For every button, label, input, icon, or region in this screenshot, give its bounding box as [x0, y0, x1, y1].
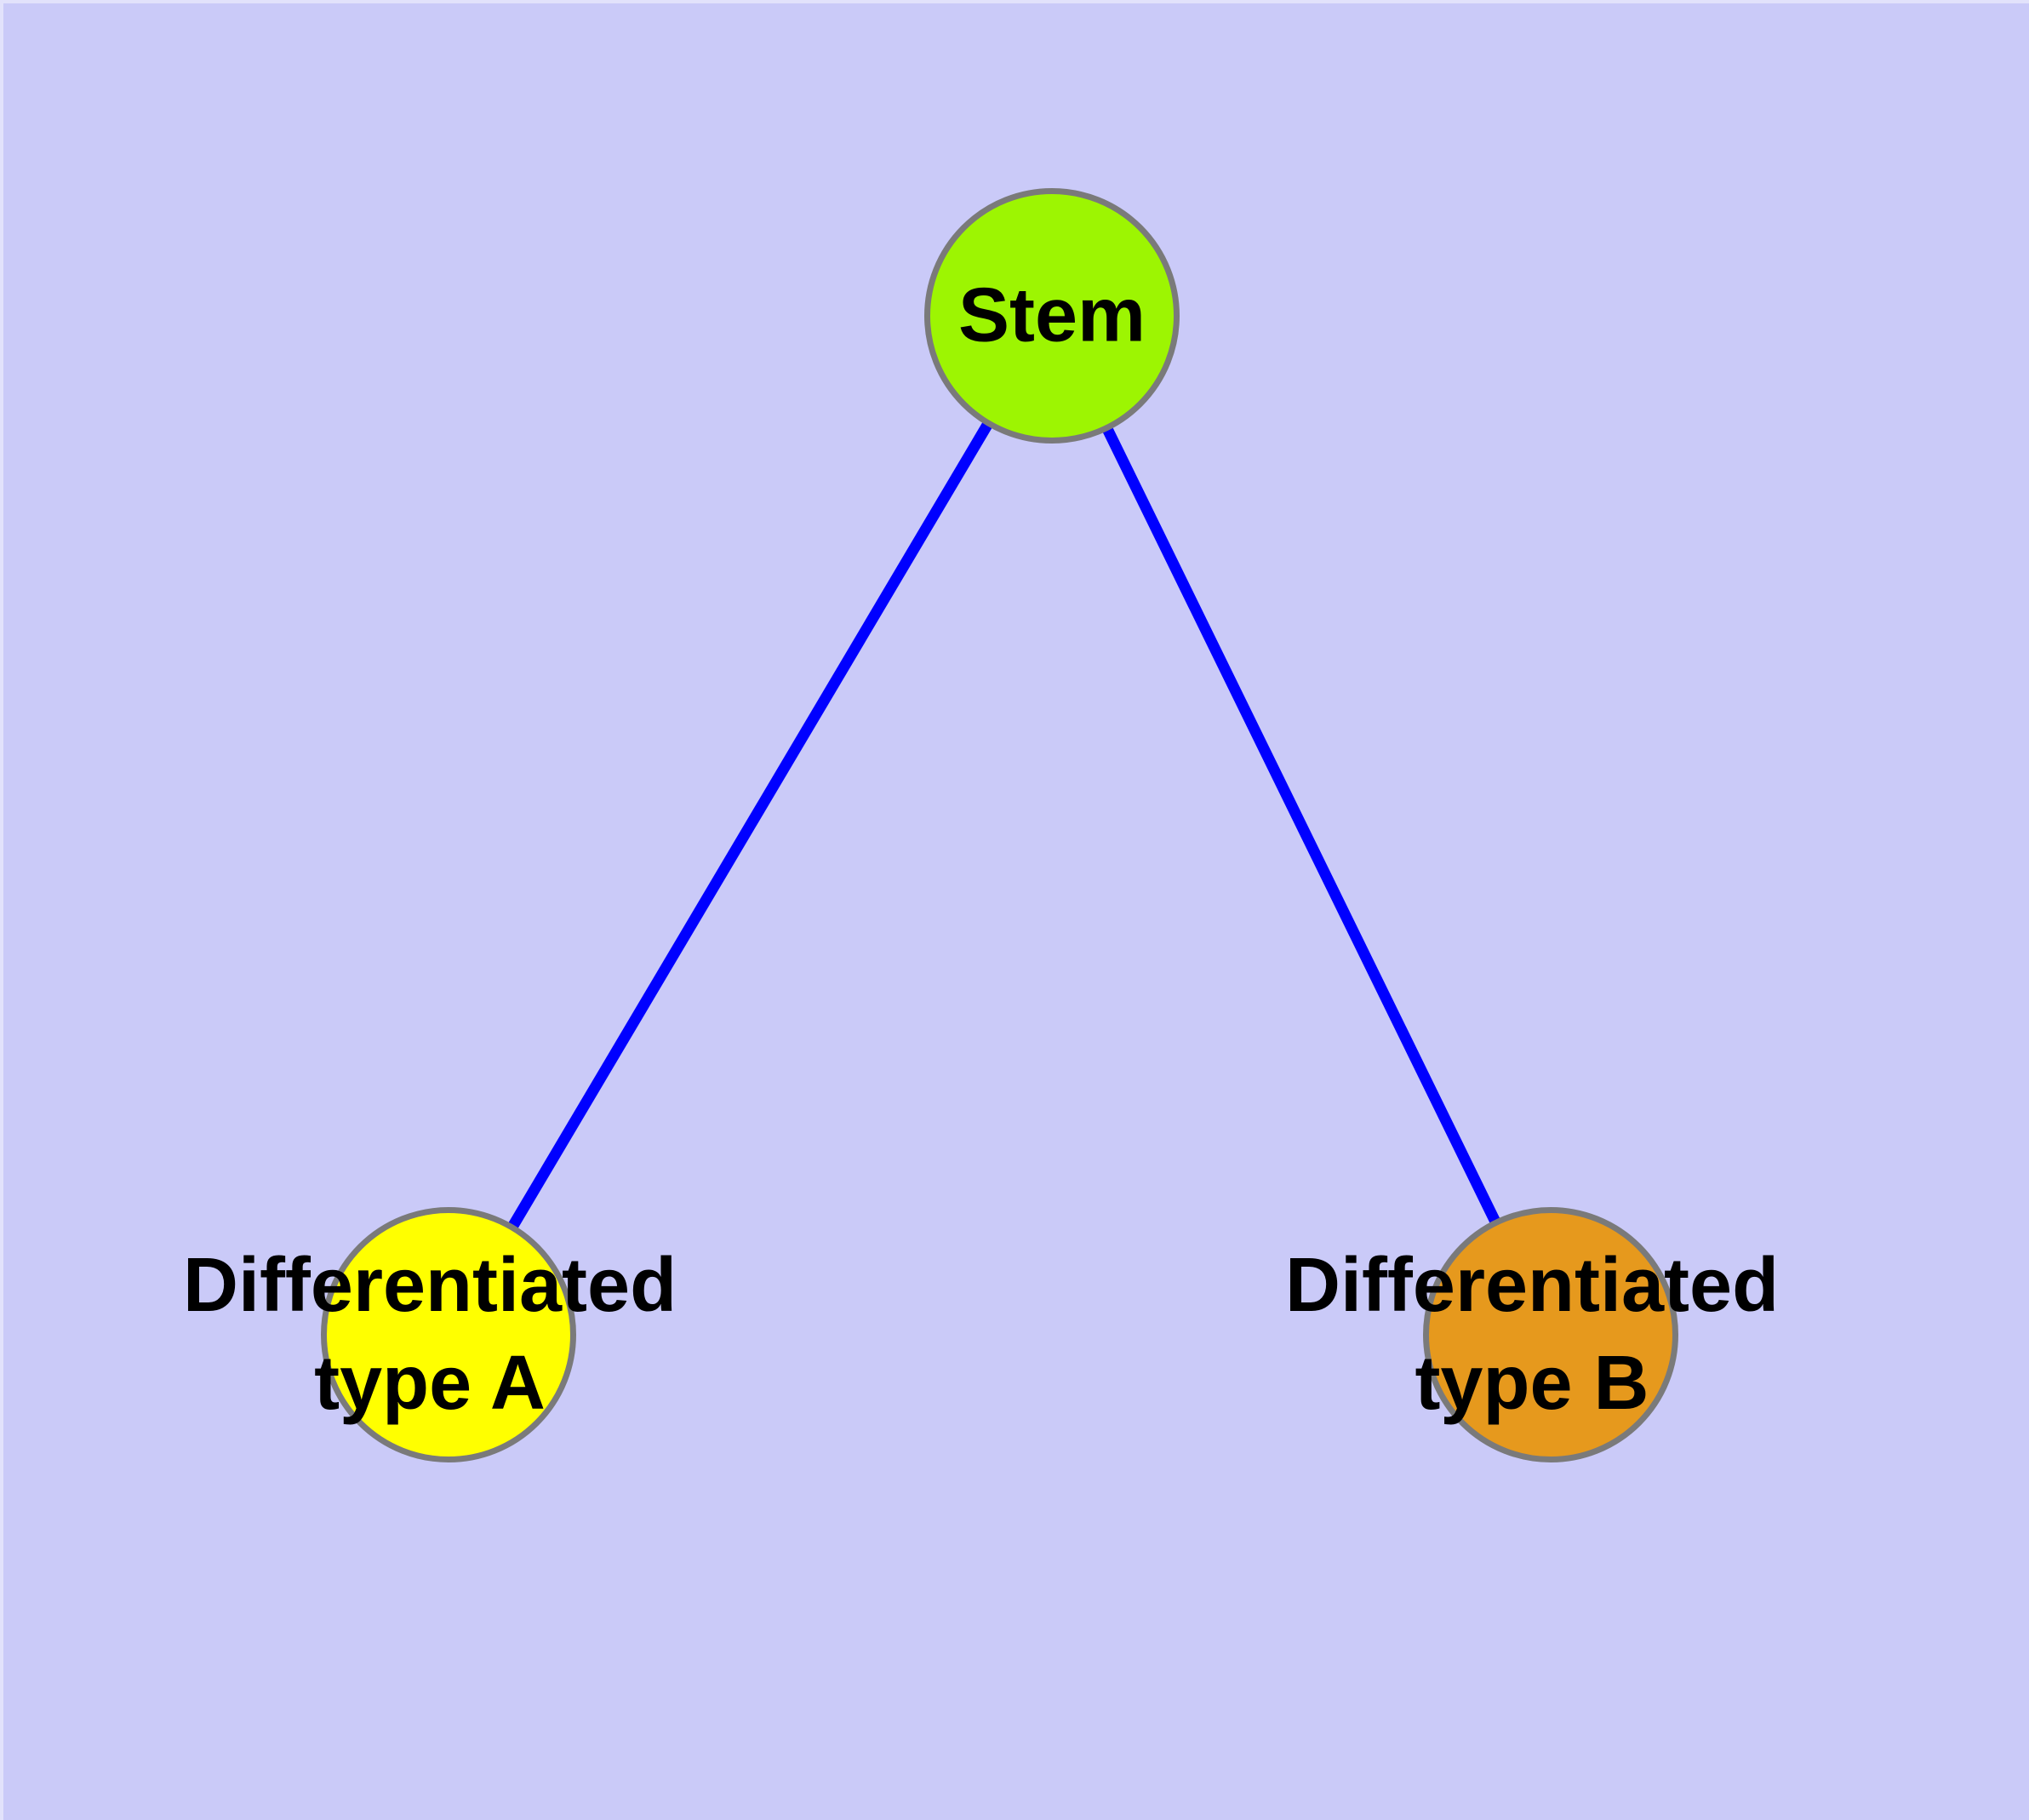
node-label-differentiated-type-a: Differentiated type A [183, 1237, 677, 1433]
node-label-differentiated-type-b: Differentiated type B [1285, 1237, 1779, 1433]
node-label-type-b-line1: Differentiated [1284, 1242, 1780, 1328]
node-label-type-a-line2: type A [314, 1341, 546, 1426]
node-stem [924, 188, 1180, 444]
node-label-stem: Stem [958, 266, 1146, 364]
node-label-type-b-line2: type B [1415, 1341, 1649, 1426]
edge-stem-to-type-b [1047, 313, 1556, 1337]
node-differentiated-type-b [1423, 1207, 1678, 1462]
node-label-stem-text: Stem [957, 272, 1146, 358]
node-label-type-a-line1: Differentiated [182, 1242, 677, 1328]
node-differentiated-type-a [321, 1207, 576, 1462]
edge-stem-to-type-a [443, 312, 1057, 1338]
